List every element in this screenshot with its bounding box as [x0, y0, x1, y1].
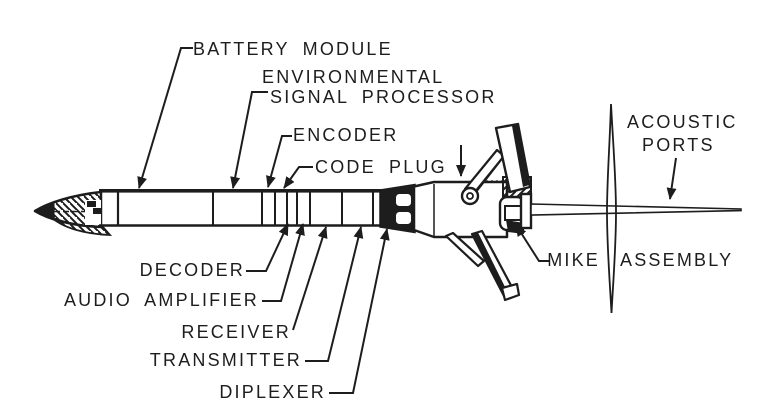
label-decoder: DECODER [139, 260, 245, 280]
fin-hinge [460, 186, 480, 206]
label-audio-amplifier: AUDIO AMPLIFIER [63, 290, 259, 310]
receiver-leader [292, 226, 328, 331]
signal-processor-leader [230, 91, 268, 189]
battery-module-leader [137, 47, 193, 189]
tail-section [412, 122, 533, 302]
top-fin-stripe [512, 124, 529, 187]
label-receiver: RECEIVER [181, 322, 291, 342]
label-encoder: ENCODER [293, 125, 399, 145]
label-diplexer: DIPLEXER [219, 382, 326, 402]
label-acoustic-ports-line2: PORTS [642, 135, 715, 155]
rear-flange [519, 192, 533, 230]
label-environmental-signal-processor-line1: ENVIRONMENTAL [262, 67, 445, 87]
acoustic-ports-leader [666, 157, 677, 200]
label-mike-assembly-word2: ASSEMBLY [620, 250, 734, 270]
callout-leaders [137, 47, 677, 394]
audio-amplifier-leader [262, 223, 305, 302]
label-code-plug: CODE PLUG [315, 157, 447, 177]
label-transmitter: TRANSMITTER [149, 350, 302, 370]
tail-body [412, 180, 509, 239]
decoder-leader [246, 223, 289, 272]
bottom-fin-stripe [472, 232, 508, 295]
fuselage [99, 189, 416, 227]
mike-assembly-leader [515, 224, 549, 262]
module-dividers [212, 192, 374, 225]
fuselage-top-skin [99, 189, 399, 193]
label-battery-module: BATTERY MODULE [193, 39, 393, 59]
bottom-fin-foot [500, 282, 521, 302]
diplexer-leader [329, 228, 390, 394]
transmitter-leader [305, 226, 364, 362]
diplexer-connector [379, 183, 416, 234]
encoder-leader [266, 135, 292, 188]
label-environmental-signal-processor-line2: SIGNAL PROCESSOR [270, 87, 497, 107]
label-mike-assembly-word1: MIKE [547, 250, 600, 270]
antenna-mast [606, 103, 617, 314]
ground-spike [530, 203, 742, 216]
label-acoustic-ports-line1: ACOUSTIC [627, 112, 738, 132]
bottom-fin-strut [444, 231, 486, 268]
code-plug-leader [283, 166, 313, 189]
nose-cone [33, 190, 113, 236]
